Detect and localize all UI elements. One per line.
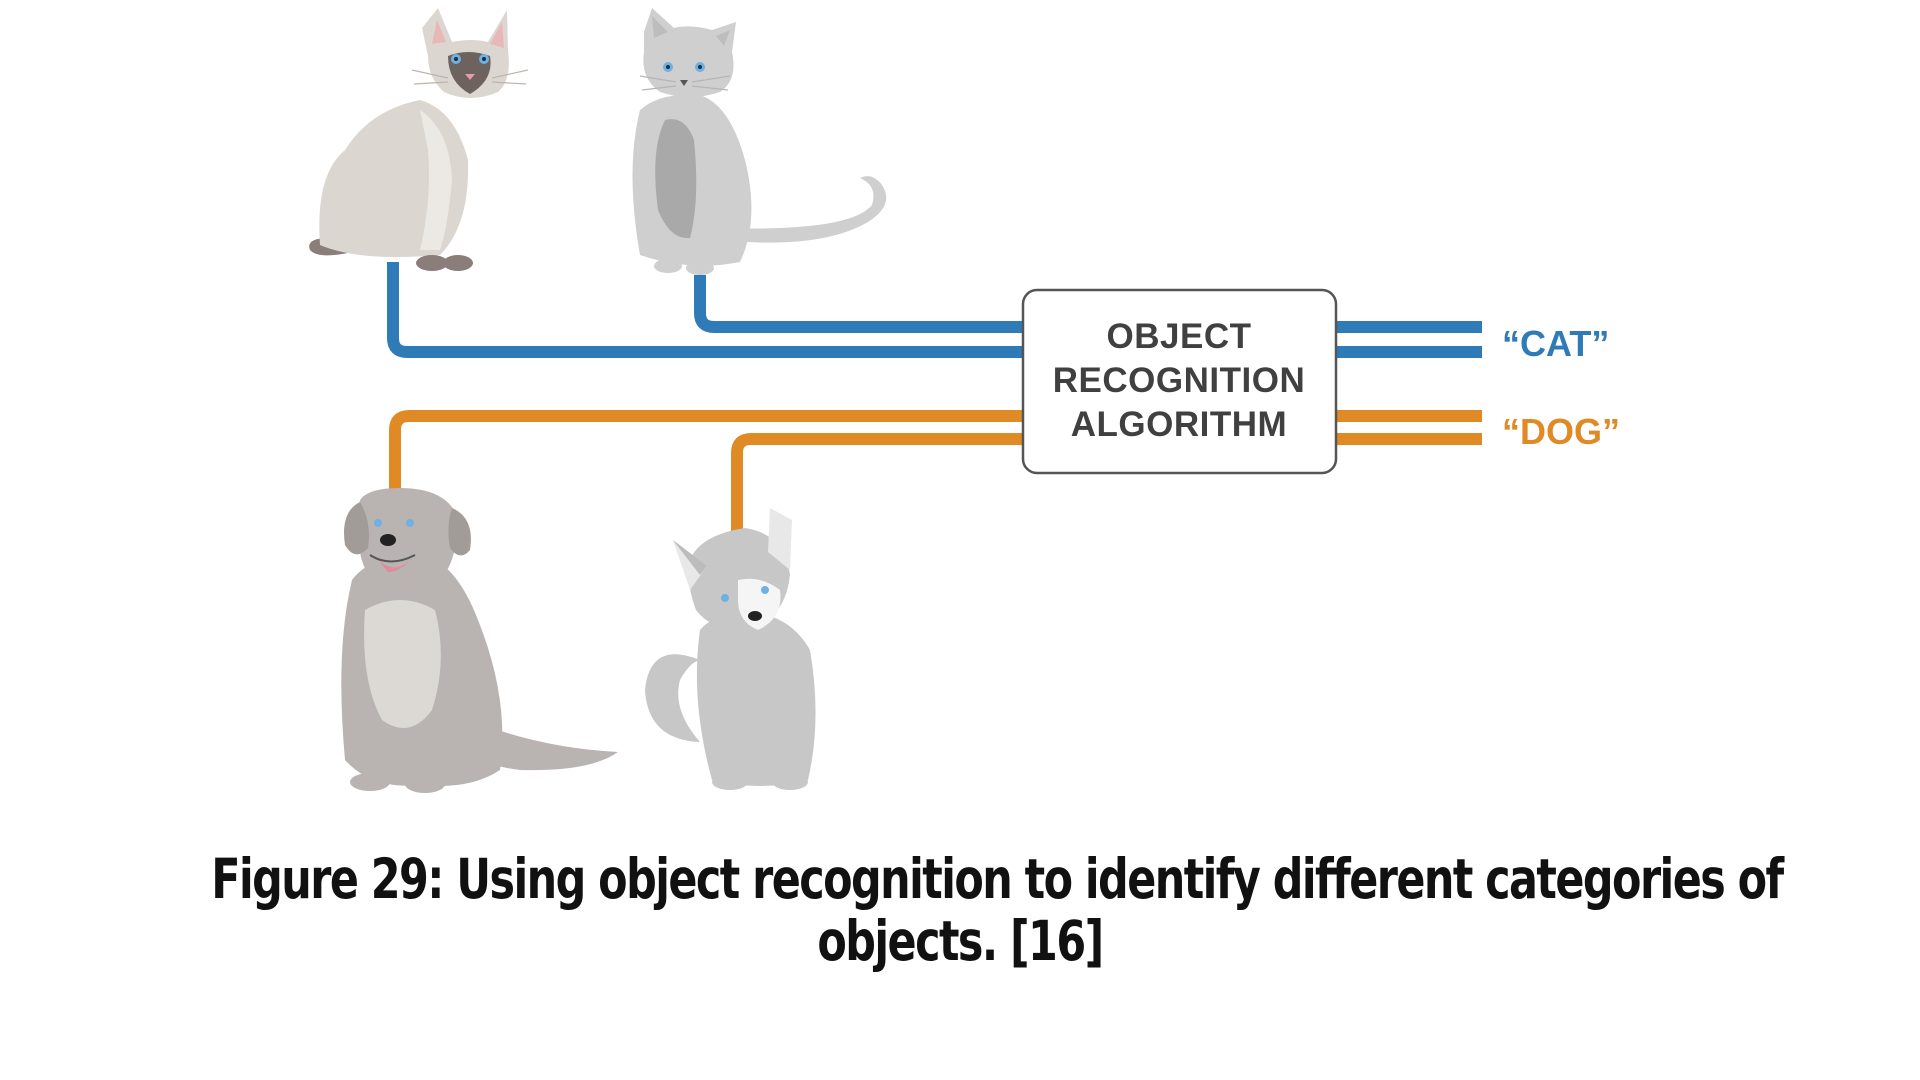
algorithm-box: OBJECT RECOGNITION ALGORITHM	[1021, 288, 1338, 475]
siamese-cat-icon	[309, 8, 529, 271]
caption-line-2: objects. [16]	[817, 909, 1104, 973]
object-recognition-diagram: OBJECT RECOGNITION ALGORITHM “CAT” “DOG”	[309, 8, 1620, 793]
husky-puppy-icon	[645, 508, 816, 790]
algorithm-box-line-1: OBJECT	[1107, 317, 1252, 356]
algorithm-box-line-2: RECOGNITION	[1053, 361, 1305, 400]
dog-path-1	[389, 410, 1030, 495]
retriever-dog-icon	[341, 488, 618, 793]
dog-path-2	[731, 433, 1030, 550]
dog-output-label: “DOG”	[1502, 411, 1620, 452]
cat-paths	[387, 262, 1482, 358]
cat-path-2	[694, 275, 1030, 333]
algorithm-box-frame	[1021, 288, 1338, 475]
dog-paths	[389, 410, 1482, 550]
algorithm-box-line-3: ALGORITHM	[1071, 405, 1287, 444]
cat-path-1	[387, 262, 1030, 358]
cat-output-label: “CAT”	[1502, 323, 1609, 364]
grey-cat-icon	[632, 8, 887, 275]
caption-line-1: Figure 29: Using object recognition to i…	[211, 847, 1784, 911]
figure-caption: Figure 29: Using object recognition to i…	[211, 847, 1784, 973]
